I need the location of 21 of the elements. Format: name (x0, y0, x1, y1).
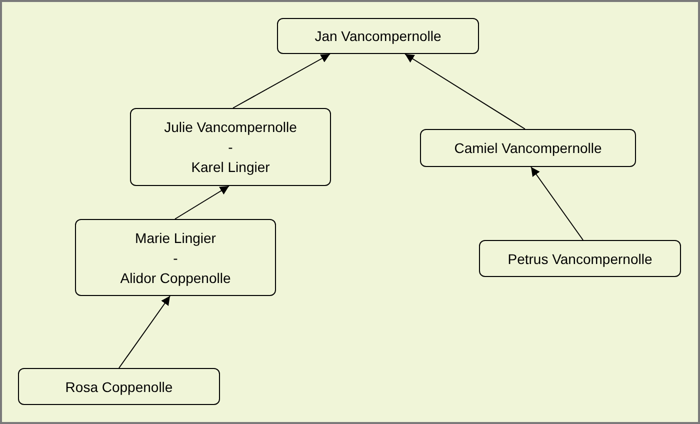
person-name: - (228, 138, 233, 157)
arrow (174, 186, 230, 220)
person-box (420, 129, 636, 167)
arrow (232, 54, 330, 108)
person-name: Julie Vancompernolle (164, 118, 297, 137)
person-name: Alidor Coppenolle (120, 268, 231, 288)
person-name: Rosa Coppenolle (65, 378, 173, 396)
person-name: Karel Lingier (191, 158, 270, 177)
arrow (530, 166, 584, 240)
person-name: Jan Vancompernolle (314, 27, 442, 46)
person-box (479, 240, 681, 277)
arrow (404, 54, 526, 130)
person-box (277, 18, 479, 54)
person-box (18, 368, 220, 405)
person-box (130, 108, 331, 186)
person-name: Camiel Vancompernolle (454, 139, 602, 158)
person-box (75, 219, 276, 296)
person-name: - (173, 248, 178, 268)
person-name: Petrus Vancompernolle (508, 250, 652, 268)
person-name: Marie Lingier (135, 228, 216, 248)
arrow (118, 296, 170, 368)
